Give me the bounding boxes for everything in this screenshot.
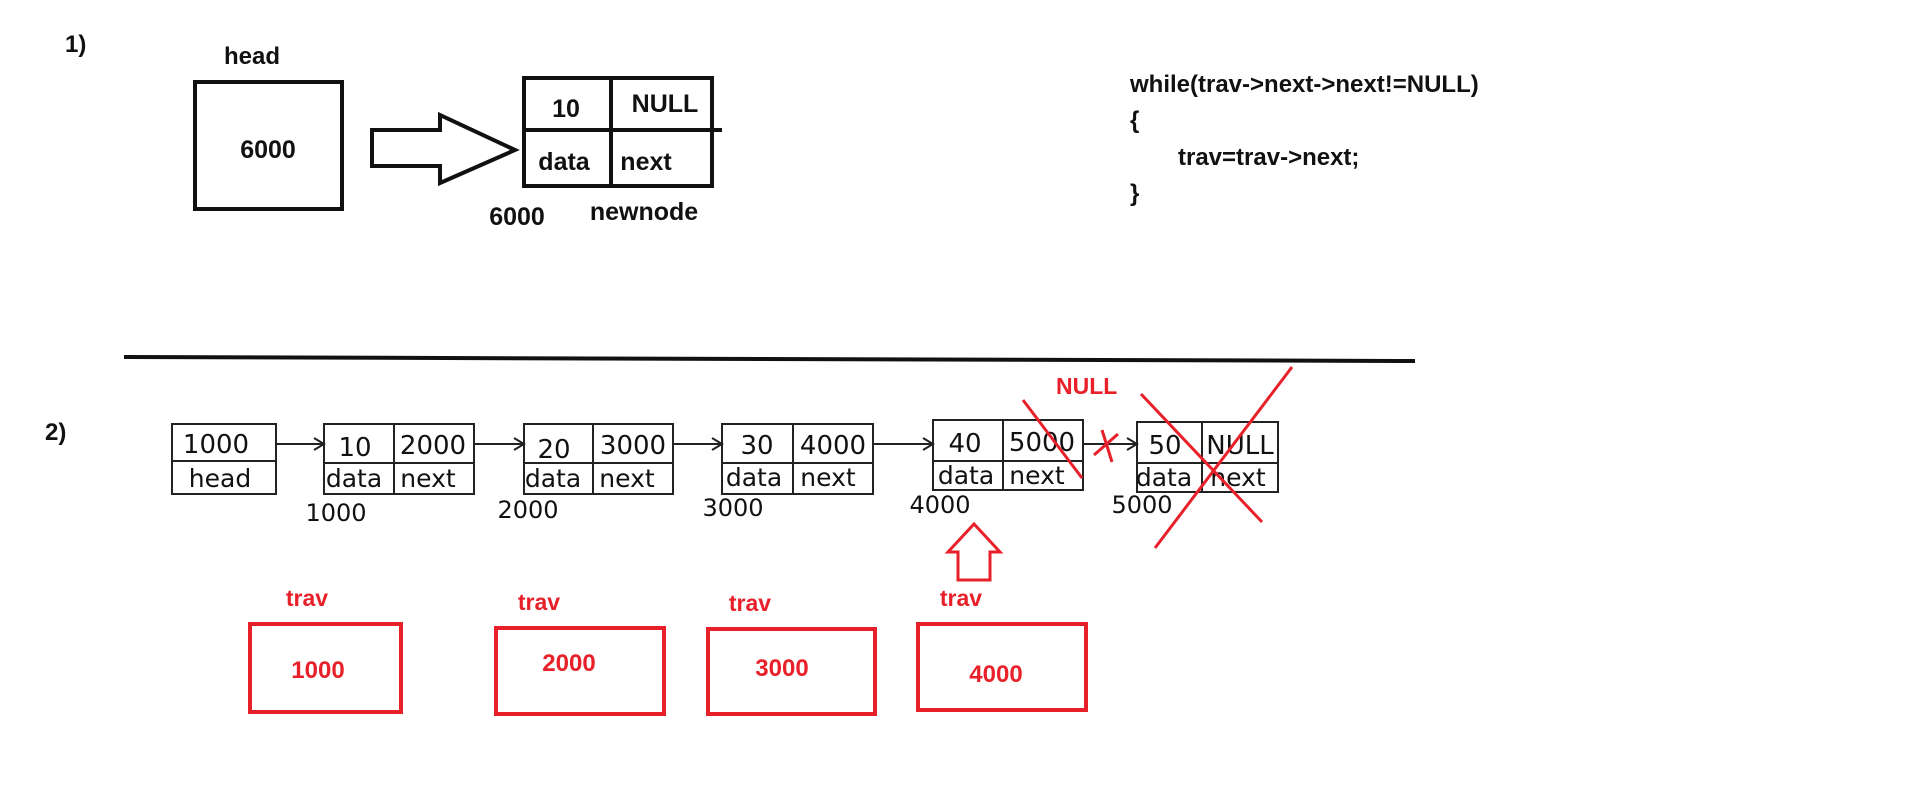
node-data-value: 30 xyxy=(740,431,773,461)
trav-label: trav xyxy=(518,589,560,615)
trav-box-1 xyxy=(248,622,403,714)
trav-value: 2000 xyxy=(542,650,595,677)
deleted-node-x-mark xyxy=(1139,366,1294,549)
code-snippet: while(trav->next->next!=NULL) { trav=tra… xyxy=(1129,71,1479,207)
code-line-2: { xyxy=(1130,107,1139,134)
trav-value: 1000 xyxy=(291,657,344,684)
trav-label: trav xyxy=(286,585,328,611)
strike-pointer-value xyxy=(1021,399,1084,479)
newnode-address: 6000 xyxy=(489,203,545,231)
node-data-value: 20 xyxy=(537,435,570,465)
points-to-arrow xyxy=(370,111,520,187)
trav-value: 4000 xyxy=(969,661,1022,688)
node-data-field: data xyxy=(326,464,382,493)
section-divider xyxy=(123,355,1416,363)
head-pointer-box xyxy=(193,80,344,211)
node-data-field: data xyxy=(726,463,782,492)
trav-label: trav xyxy=(940,585,982,611)
list-node-3: 30 4000 data next xyxy=(721,423,874,495)
trav-label: trav xyxy=(729,590,771,616)
head-pointer-value: 6000 xyxy=(240,136,296,164)
node-data-field: data xyxy=(525,464,581,493)
trav-box-4 xyxy=(916,622,1088,712)
node-next-value: 2000 xyxy=(400,431,466,461)
trav-position-arrow xyxy=(944,521,1004,582)
node-data-value: 50 xyxy=(1148,431,1181,461)
newnode: 10 NULL data next xyxy=(522,76,722,188)
newnode-next-field: next xyxy=(620,148,672,176)
node-data-field: data xyxy=(1136,463,1192,492)
code-line-4: } xyxy=(1130,180,1139,207)
node-next-field: next xyxy=(400,464,456,493)
node-next-field: next xyxy=(599,464,655,493)
code-line-3: trav=trav->next; xyxy=(1178,144,1359,171)
trav-box-2 xyxy=(494,626,666,716)
newnode-next-value: NULL xyxy=(632,90,699,118)
head-label: head xyxy=(224,43,280,70)
node-data-value: 40 xyxy=(948,429,981,459)
node-2-address: 2000 xyxy=(497,496,558,524)
node-next-value: 4000 xyxy=(800,431,866,461)
list-head-label: head xyxy=(189,464,251,493)
trav-box-3 xyxy=(706,627,877,716)
list-head-node: 1000 head xyxy=(171,423,277,495)
trav-value: 3000 xyxy=(755,655,808,682)
node-next-field: next xyxy=(800,463,856,492)
node-5-address: 5000 xyxy=(1111,491,1172,519)
node-data-field: data xyxy=(938,461,994,490)
node-next-value: 3000 xyxy=(600,431,666,461)
node-3-address: 3000 xyxy=(702,494,763,522)
cut-link-x-mark xyxy=(1093,429,1119,463)
newnode-name-label: newnode xyxy=(590,198,698,226)
node-next-field: next xyxy=(1009,461,1065,490)
section-2-number: 2) xyxy=(45,419,66,446)
node-4-address: 4000 xyxy=(909,491,970,519)
list-node-1: 10 2000 data next xyxy=(323,423,475,495)
newnode-data-field: data xyxy=(538,148,591,176)
null-annotation: NULL xyxy=(1056,373,1117,399)
list-node-4: 40 5000 data next xyxy=(932,419,1084,491)
node-data-value: 10 xyxy=(338,433,371,463)
list-node-2: 20 3000 data next xyxy=(523,423,674,495)
list-head-value: 1000 xyxy=(183,430,249,460)
node-1-address: 1000 xyxy=(305,499,366,527)
code-line-1: while(trav->next->next!=NULL) xyxy=(1129,71,1479,98)
newnode-data-value: 10 xyxy=(552,95,580,123)
section-1-number: 1) xyxy=(65,31,86,58)
